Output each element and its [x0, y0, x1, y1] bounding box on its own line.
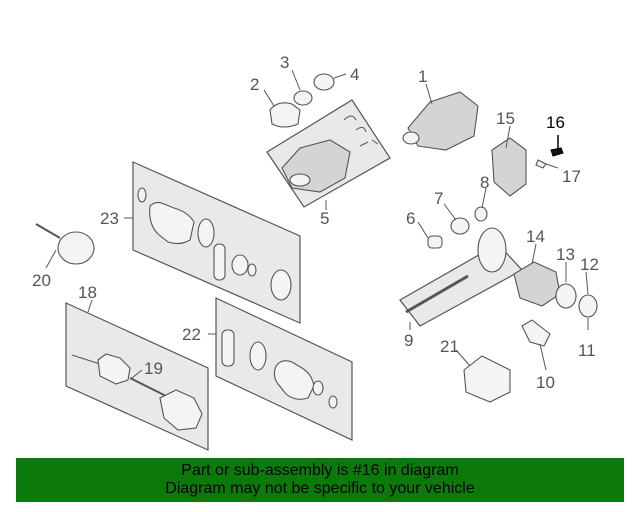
part-seal-3: [293, 90, 313, 106]
callout-numbers: 1 2 3 4 5 6 7 8 9 10 11 12 13 14 15 16 1…: [32, 53, 599, 392]
callout-22: 22: [182, 325, 201, 344]
callout-12: 12: [580, 255, 599, 274]
callout-19: 19: [144, 359, 163, 378]
callout-14: 14: [526, 227, 545, 246]
part-cover-15: [491, 137, 527, 197]
part-mount-21: [463, 355, 511, 403]
callout-9: 9: [404, 331, 413, 350]
part-seal-12: [578, 294, 598, 318]
panel-front-boot-kit: [132, 161, 301, 324]
part-washer-17: [535, 159, 547, 169]
panel-axle-assembly: [65, 302, 209, 451]
part-notice-banner: Part or sub-assembly is #16 in diagram D…: [16, 458, 624, 502]
panel-carrier-kit: [266, 99, 391, 208]
callout-1: 1: [418, 67, 427, 86]
callout-11: 11: [578, 341, 596, 360]
callout-20: 20: [32, 271, 51, 290]
callout-6: 6: [406, 209, 415, 228]
callout-21: 21: [440, 337, 459, 356]
part-bearing-13: [555, 283, 577, 309]
part-boot: [269, 102, 301, 128]
callout-18: 18: [78, 283, 97, 302]
parts-diagram: 1 2 3 4 5 6 7 8 9 10 11 12 13 14 15 16 1…: [32, 53, 599, 451]
part-spacer-6: [427, 235, 443, 249]
callout-4: 4: [350, 65, 359, 84]
part-bearing-4: [313, 73, 335, 91]
part-bearing-7: [450, 217, 470, 235]
part-flange-10: [521, 319, 551, 347]
part-cv-joint-20: [35, 223, 95, 265]
callout-3: 3: [280, 53, 289, 72]
banner-line-1: Part or sub-assembly is #16 in diagram: [181, 462, 459, 479]
panel-ring-pinion: [399, 227, 523, 327]
callout-2: 2: [250, 75, 259, 94]
callout-23: 23: [100, 209, 119, 228]
panel-rear-boot-kit: [215, 297, 353, 441]
callout-15: 15: [496, 109, 515, 128]
callout-7: 7: [434, 189, 443, 208]
callout-10: 10: [536, 373, 555, 392]
callout-17: 17: [562, 167, 581, 186]
callout-13: 13: [556, 245, 575, 264]
callout-16: 16: [546, 113, 565, 132]
leader-lines: [45, 69, 589, 379]
part-differential-housing: [402, 91, 479, 151]
part-shim-8: [474, 206, 488, 222]
banner-line-2: Diagram may not be specific to your vehi…: [165, 480, 475, 497]
callout-8: 8: [480, 173, 489, 192]
callout-5: 5: [320, 209, 329, 228]
part-bolt-16: [550, 135, 564, 157]
